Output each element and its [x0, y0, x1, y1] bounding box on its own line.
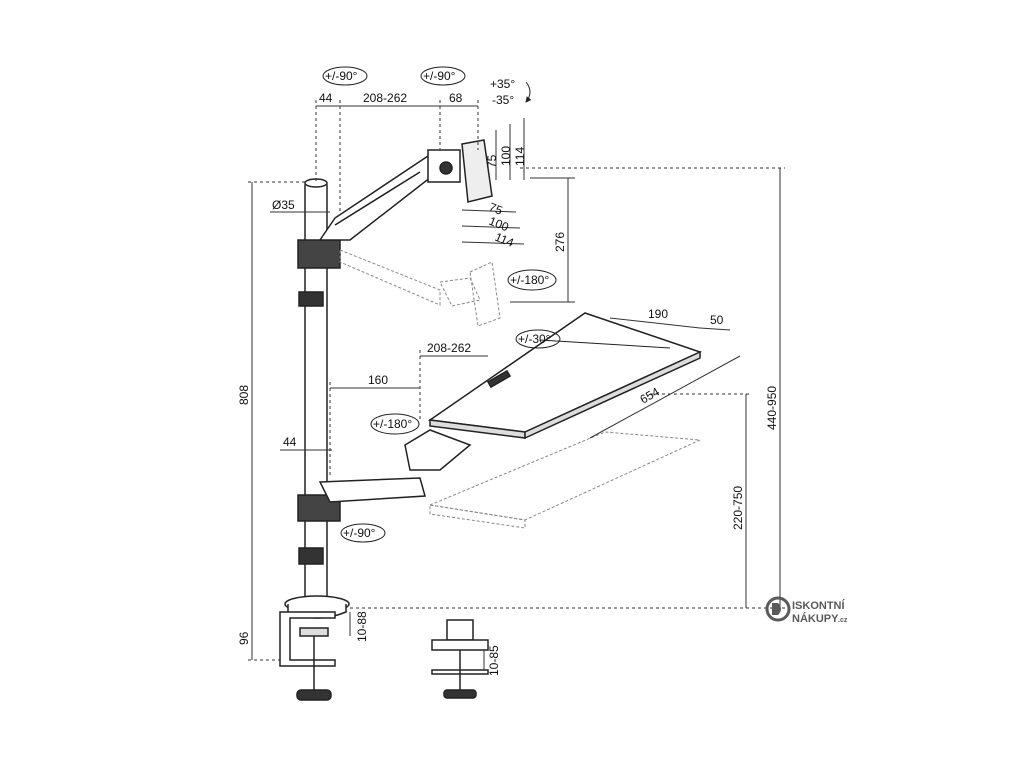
dim-tray-height: 220-750	[731, 486, 745, 530]
dim-monitor-height: 440-950	[765, 386, 779, 430]
dim-tray-offset: 160	[368, 373, 388, 387]
dim-tray-depth: 190	[648, 307, 668, 321]
tilt-down-label: -35°	[492, 93, 514, 107]
dim-vesa-h-75: 75	[487, 200, 505, 218]
brand-line2: NÁKUPY	[792, 612, 839, 625]
dim-arm-reach-lower: 208-262	[427, 341, 471, 355]
keyboard-swivel-label: +/-180°	[373, 417, 412, 431]
brand-logo-icon	[765, 596, 791, 622]
dim-clamp-range: 10-88	[355, 611, 369, 642]
rotation-upper-label: +/-180°	[510, 273, 549, 287]
dim-grommet-range: 10-85	[487, 645, 501, 676]
keyboard-tray-ghost	[428, 431, 702, 529]
dim-clamp-height: 96	[237, 631, 251, 645]
brand-logo: ISKONTNÍ NÁKUPY .cz	[765, 596, 848, 625]
rotation-lower-arm-label: +/-90°	[343, 526, 376, 540]
dim-height-travel: 276	[553, 232, 567, 252]
rotation-upper-head-label: +/-90°	[423, 69, 456, 83]
lower-arm	[297, 429, 472, 522]
grommet-mount	[431, 619, 489, 699]
dim-tray-width: 654	[638, 384, 663, 406]
desk-clamp	[279, 595, 350, 701]
dim-pole-diameter: Ø35	[272, 198, 295, 212]
keyboard-tray	[427, 312, 703, 440]
brand-suffix: .cz	[838, 617, 848, 624]
dim-vesa-h-114: 114	[493, 230, 516, 250]
dim-pole-height: 808	[237, 385, 251, 405]
dim-arm-reach-top: 208-262	[363, 91, 407, 105]
dim-vesa-v-100: 100	[499, 146, 513, 166]
rotation-upper-arm-label: +/-90°	[325, 69, 358, 83]
dim-arm-offset-top: 44	[319, 91, 333, 105]
dim-vesa-v-114: 114	[513, 147, 527, 166]
dimension-lines	[248, 100, 785, 670]
tilt-up-label: +35°	[490, 77, 515, 91]
upper-arm	[297, 139, 493, 269]
dim-arm-offset-lower: 44	[283, 435, 297, 449]
rotation-icons	[322, 66, 561, 543]
dim-tray-lip: 50	[710, 313, 724, 327]
dim-vesa-v-75: 75	[485, 154, 499, 168]
dim-head-depth: 68	[449, 91, 463, 105]
upper-arm-ghost	[339, 249, 501, 327]
brand-line1: ISKONTNÍ	[792, 599, 846, 612]
keyboard-tilt-label: +/-30°	[518, 332, 551, 346]
